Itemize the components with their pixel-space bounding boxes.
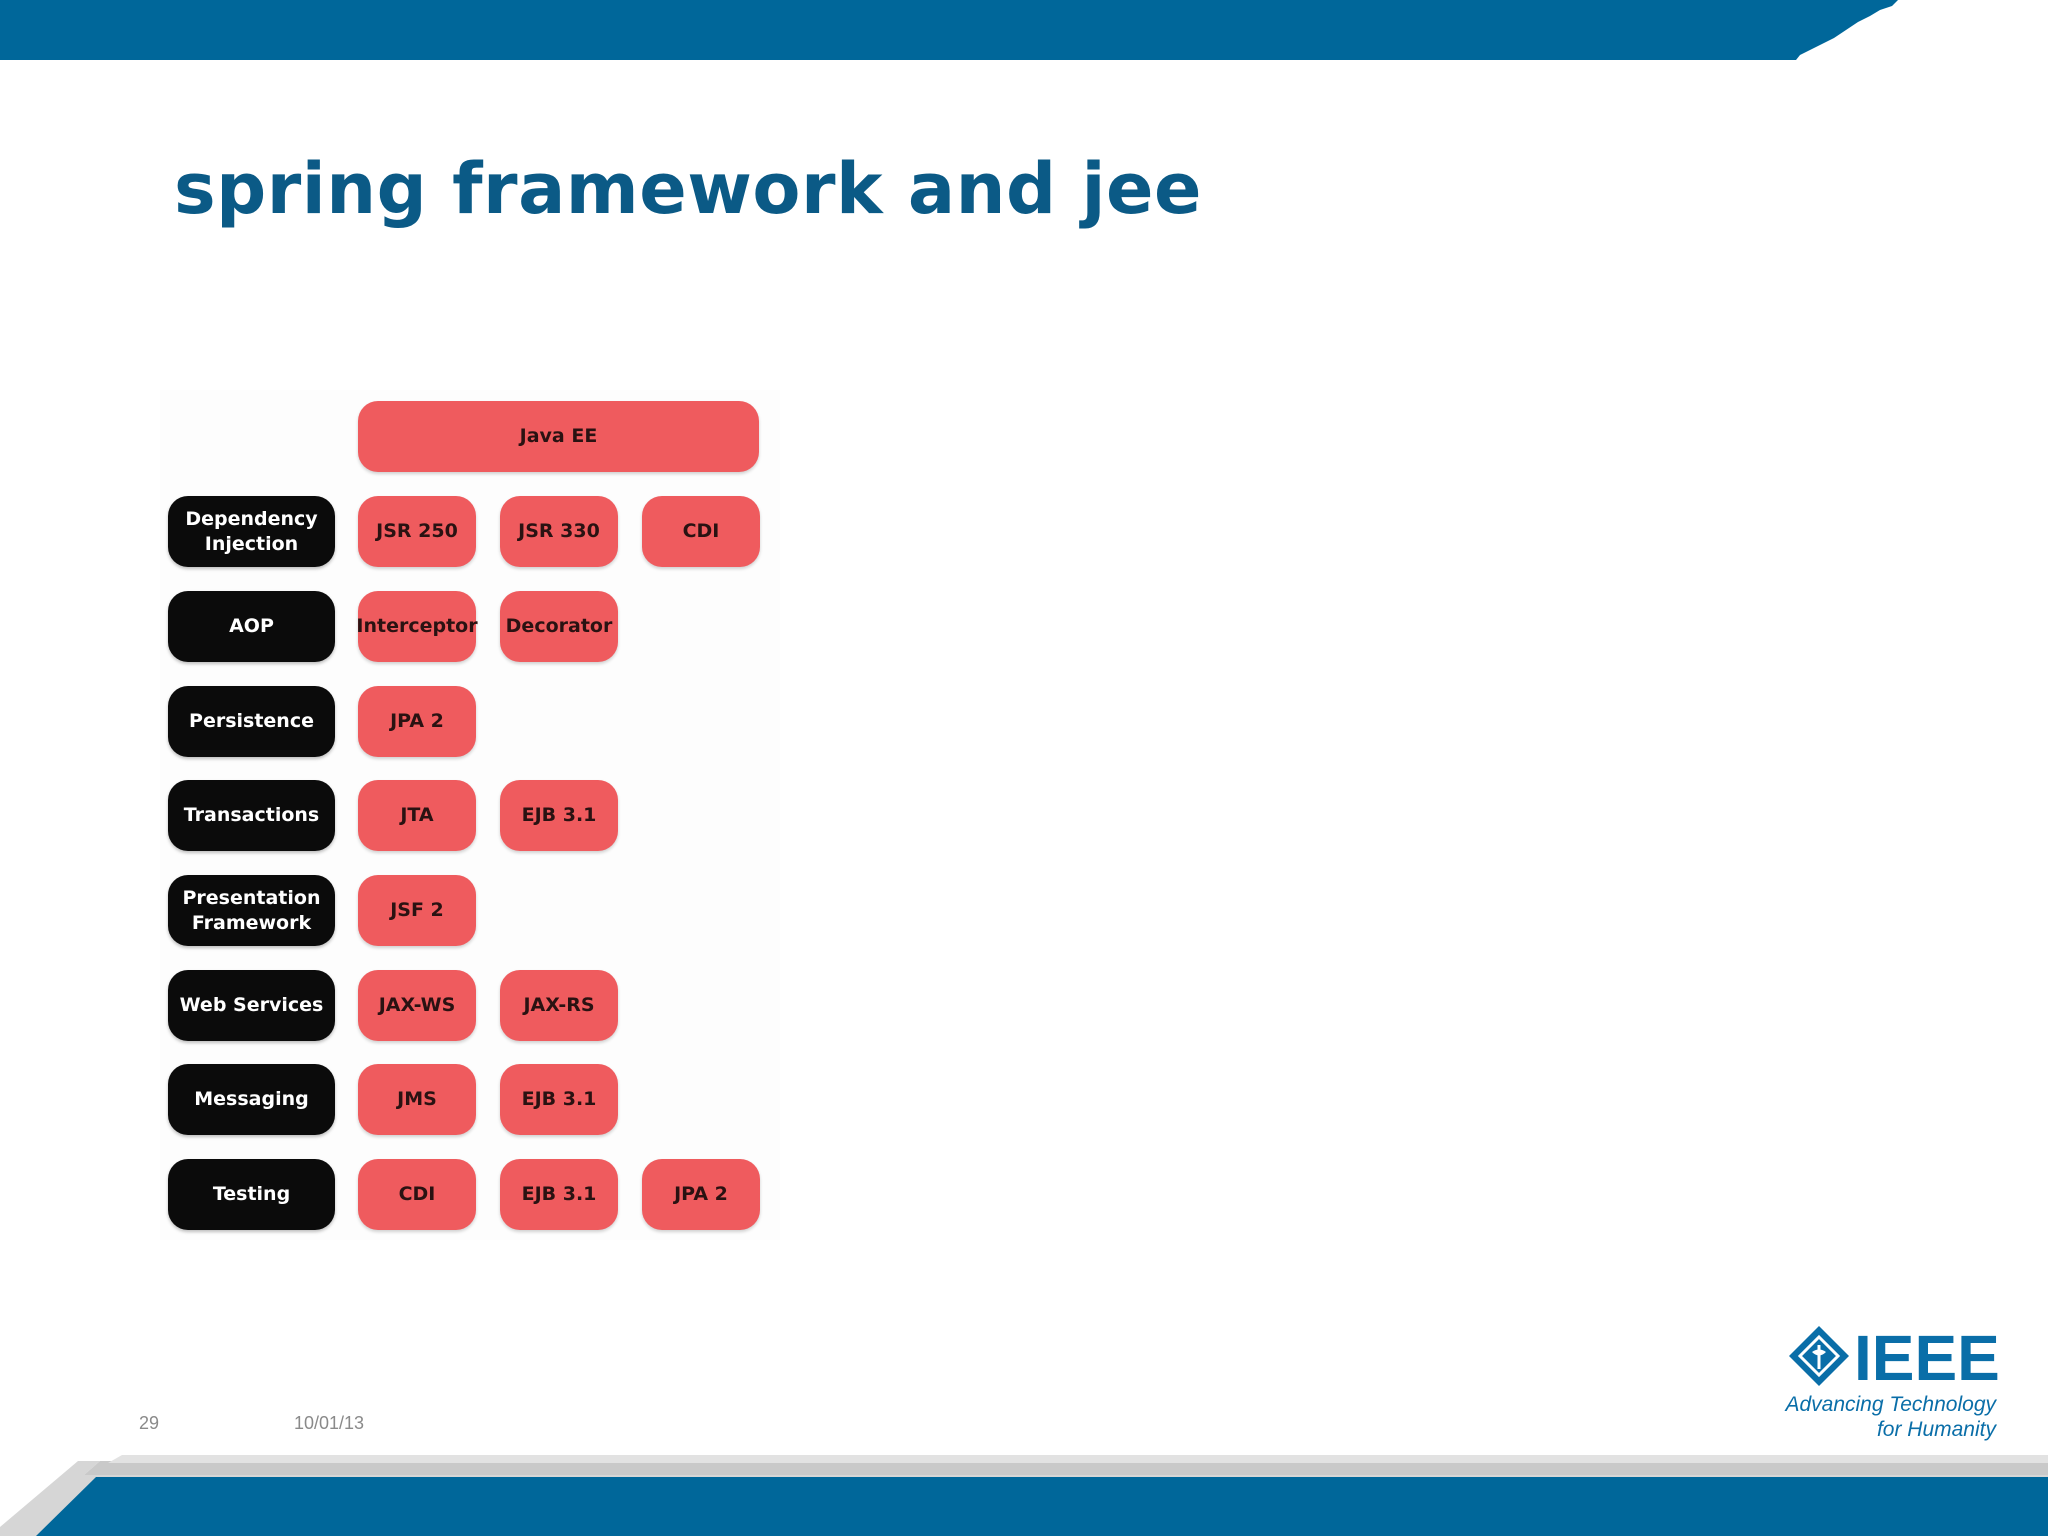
tech-box: JSR 250 — [358, 496, 476, 567]
tech-box: EJB 3.1 — [500, 1159, 618, 1230]
category-messaging: Messaging — [168, 1064, 335, 1135]
ieee-logo: IEEE Advancing Technology for Humanity — [1785, 1322, 2008, 1445]
category-label-line1: Dependency — [185, 508, 318, 531]
ieee-diamond-icon — [1789, 1326, 1849, 1386]
slide-date: 10/01/13 — [294, 1413, 365, 1433]
tech-box: JSR 330 — [500, 496, 618, 567]
category-aop: AOP — [168, 591, 335, 662]
tech-box: JPA 2 — [358, 686, 476, 757]
category-web-services: Web Services — [168, 970, 335, 1041]
tech-box: EJB 3.1 — [500, 780, 618, 851]
ieee-wordmark: IEEE — [1854, 1322, 2000, 1394]
tech-box: JSF 2 — [358, 875, 476, 946]
bottom-banner — [0, 1455, 2048, 1536]
tech-box: JAX-RS — [500, 970, 618, 1041]
tech-box: JMS — [358, 1064, 476, 1135]
category-transactions: Transactions — [168, 780, 335, 851]
top-banner — [0, 0, 1898, 60]
category-persistence: Persistence — [168, 686, 335, 757]
tech-box: CDI — [642, 496, 760, 567]
category-testing: Testing — [168, 1159, 335, 1230]
java-ee-header-box: Java EE — [358, 401, 759, 472]
tech-box: CDI — [358, 1159, 476, 1230]
ieee-tagline-line2: for Humanity — [1876, 1418, 1996, 1441]
page-number: 29 — [139, 1413, 160, 1433]
tech-box: JAX-WS — [358, 970, 476, 1041]
tech-box: JPA 2 — [642, 1159, 760, 1230]
tech-box: Interceptor — [356, 591, 478, 662]
tech-box: Decorator — [500, 591, 618, 662]
ieee-tagline-line1: Advancing Technology — [1785, 1393, 1996, 1416]
category-label-line1: Presentation — [182, 887, 321, 910]
category-label-line2: Framework — [191, 911, 312, 934]
tech-box: JTA — [358, 780, 476, 851]
category-label-line2: Injection — [204, 532, 299, 555]
slide-title: spring framework and jee — [174, 148, 1202, 230]
tech-box: EJB 3.1 — [500, 1064, 618, 1135]
